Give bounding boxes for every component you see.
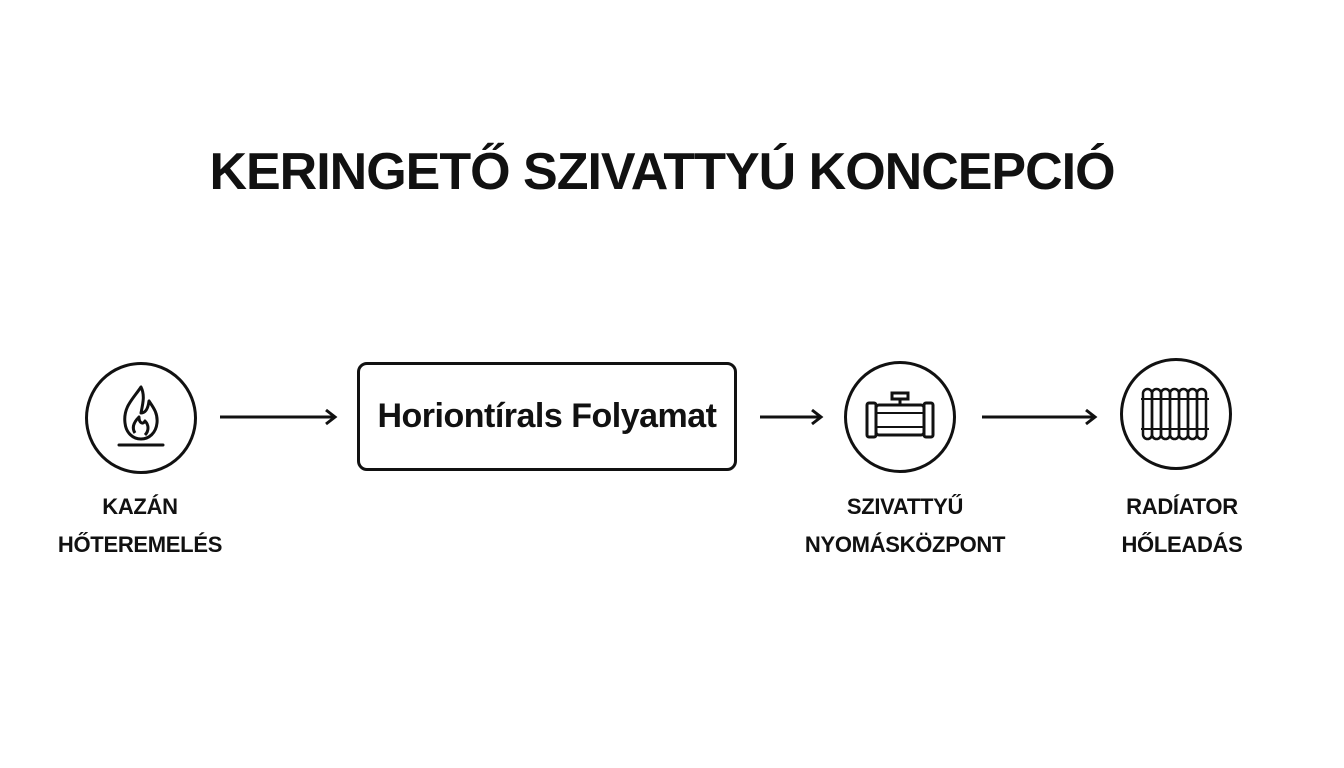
pump-label-subtitle: NYOMÁSKÖZPONT: [804, 532, 1006, 557]
radiator-icon: [1141, 387, 1209, 441]
radiator-node: [1120, 358, 1232, 470]
flame-icon: [117, 385, 165, 447]
radiator-label-title: RADÍATOR: [1126, 494, 1238, 519]
pump-label: SZIVATTYŰ NYOMÁSKÖZPONT: [790, 488, 1020, 564]
process-box-label: Horiontírals Folyamat: [377, 397, 717, 435]
diagram-title: KERINGETŐ SZIVATTYÚ KONCEPCIÓ: [209, 143, 1115, 201]
pump-label-title: SZIVATTYŰ: [846, 494, 964, 519]
flow-arrow-3: [982, 408, 1098, 426]
boiler-node: [85, 362, 197, 474]
radiator-label-subtitle: HŐLEADÁS: [1121, 532, 1243, 557]
boiler-label-subtitle: HŐTEREMELÉS: [57, 532, 223, 557]
pump-icon: [865, 391, 935, 439]
pump-node: [844, 361, 956, 473]
boiler-label-title: KAZÁN: [102, 494, 178, 519]
process-box: Horiontírals Folyamat: [357, 362, 737, 471]
flow-arrow-1: [220, 408, 338, 426]
radiator-label: RADÍATOR HŐLEADÁS: [1082, 488, 1282, 564]
boiler-label: KAZÁN HŐTEREMELÉS: [40, 488, 240, 564]
flow-arrow-2: [760, 408, 824, 426]
